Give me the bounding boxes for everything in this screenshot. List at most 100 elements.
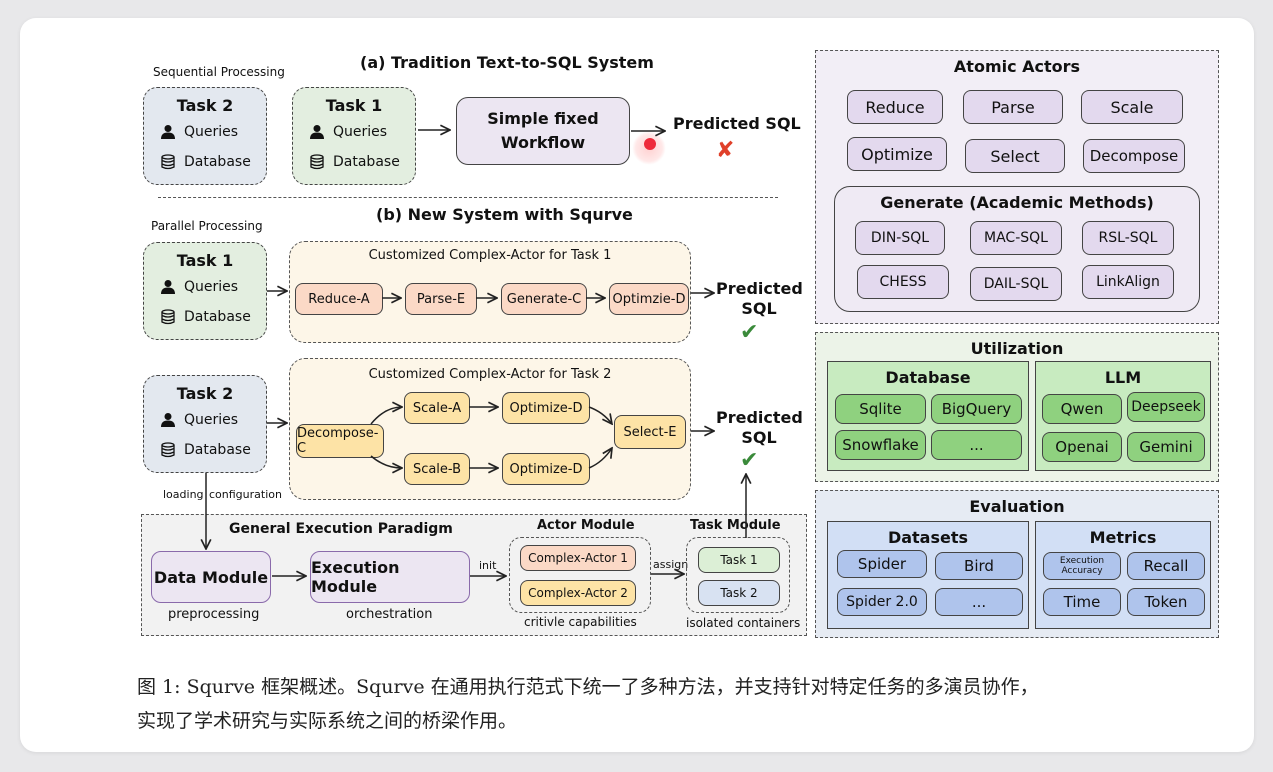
queries-label: Queries: [184, 412, 239, 428]
assign-label: assign: [653, 558, 689, 571]
database-row: Database: [309, 154, 400, 170]
task-module-panel: [686, 537, 790, 613]
metric-time: Time: [1043, 588, 1121, 616]
actor-module-title: Actor Module: [537, 518, 635, 533]
method-dail-sql: DAIL-SQL: [970, 267, 1062, 301]
method-linkalign: LinkAlign: [1082, 265, 1174, 299]
database-icon: [161, 154, 175, 170]
metric-execution-accuracy: Execution Accuracy: [1043, 552, 1121, 580]
method-chess: CHESS: [857, 265, 949, 299]
task1-chip: Task 1: [698, 547, 780, 573]
database-icon: [310, 154, 324, 170]
database-row: Database: [160, 154, 251, 170]
db-snowflake: Snowflake: [835, 430, 926, 460]
configuration-label: configuration: [209, 488, 282, 501]
predicted-sql-b2: Predicted SQL: [716, 408, 803, 447]
step-parse-e: Parse-E: [405, 283, 477, 315]
task1-card-b: Task 1 Queries Database: [143, 242, 267, 340]
complex-actor-2-chip: Complex-Actor 2: [520, 580, 636, 606]
queries-label: Queries: [184, 279, 239, 295]
metric-token: Token: [1127, 588, 1205, 616]
task2-card-b: Task 2 Queries Database: [143, 375, 267, 473]
predicted-sql-a: Predicted SQL: [673, 114, 801, 133]
method-rsl-sql: RSL-SQL: [1082, 221, 1174, 255]
user-icon: [310, 125, 324, 139]
task-module-sub: isolated containers: [686, 616, 801, 630]
step-optimize-d-lower: Optimize-D: [502, 453, 590, 485]
loading-label: loading: [163, 488, 204, 501]
execution-module-sub: orchestration: [346, 607, 433, 622]
datasets-group-title: Datasets: [887, 528, 969, 547]
step-scale-b: Scale-B: [404, 453, 470, 485]
database-label: Database: [333, 154, 400, 170]
task2-chip: Task 2: [698, 580, 780, 606]
step-select-e: Select-E: [614, 415, 686, 449]
atomic-reduce: Reduce: [847, 90, 943, 124]
generate-title: Generate (Academic Methods): [880, 193, 1154, 212]
database-label: Database: [184, 309, 251, 325]
database-icon: [161, 442, 175, 458]
atomic-parse: Parse: [963, 90, 1063, 124]
atomic-decompose: Decompose: [1083, 139, 1185, 173]
queries-label: Queries: [184, 124, 239, 140]
user-icon: [161, 280, 175, 294]
dataset-more: ...: [935, 588, 1023, 616]
execution-module-box: Execution Module: [310, 551, 470, 603]
data-module-box: Data Module: [151, 551, 271, 603]
llm-deepseek: Deepseek: [1127, 392, 1205, 422]
dataset-bird: Bird: [935, 552, 1023, 580]
section-a-title: (a) Tradition Text-to-SQL System: [360, 53, 654, 72]
queries-label: Queries: [333, 124, 388, 140]
evaluation-title: Evaluation: [969, 497, 1065, 516]
predicted-sql-b1: Predicted SQL: [716, 279, 803, 318]
section-separator: [158, 197, 778, 198]
parallel-label: Parallel Processing: [151, 219, 263, 233]
database-label: Database: [184, 442, 251, 458]
dataset-spider2: Spider 2.0: [837, 588, 927, 616]
figure-caption-line2: 实现了学术研究与实际系统之间的桥梁作用。: [137, 710, 518, 732]
atomic-select: Select: [965, 139, 1065, 173]
task2-card-a: Task 2 Queries Database: [143, 87, 267, 185]
complex-actor-1-title: Customized Complex-Actor for Task 1: [368, 248, 612, 263]
queries-row: Queries: [309, 124, 387, 140]
db-bigquery: BigQuery: [931, 394, 1022, 424]
step-optimize-d-upper: Optimize-D: [502, 392, 590, 424]
step-scale-a: Scale-A: [404, 392, 470, 424]
dataset-spider: Spider: [837, 550, 927, 578]
method-din-sql: DIN-SQL: [855, 221, 945, 255]
database-row: Database: [160, 442, 251, 458]
llm-openai: Openai: [1042, 432, 1122, 462]
task-title: Task 2: [176, 96, 234, 115]
database-label: Database: [184, 154, 251, 170]
task-module-title: Task Module: [690, 518, 781, 533]
figure-caption-line1: 图 1: Squrve 框架概述。Squrve 在通用执行范式下统一了多种方法，…: [137, 676, 1039, 698]
cross-icon: ✘: [716, 138, 735, 163]
data-module-sub: preprocessing: [168, 607, 260, 622]
check-icon: ✔: [740, 320, 759, 345]
queries-row: Queries: [160, 124, 238, 140]
metrics-group-title: Metrics: [1089, 528, 1157, 547]
llm-group-title: LLM: [1104, 368, 1142, 387]
queries-row: Queries: [160, 279, 238, 295]
complex-actor-1-chip: Complex-Actor 1: [520, 545, 636, 571]
user-icon: [161, 125, 175, 139]
actor-module-panel: [509, 537, 651, 613]
cursor-dot: [644, 138, 656, 150]
database-icon: [161, 309, 175, 325]
metric-recall: Recall: [1127, 552, 1205, 580]
queries-row: Queries: [160, 412, 238, 428]
task-title: Task 2: [176, 384, 234, 403]
init-label: init: [479, 559, 497, 572]
actor-module-sub: critivle capabilities: [524, 615, 637, 629]
db-sqlite: Sqlite: [835, 394, 926, 424]
atomic-scale: Scale: [1081, 90, 1183, 124]
database-row: Database: [160, 309, 251, 325]
check-icon: ✔: [740, 448, 759, 473]
sequential-label: Sequential Processing: [153, 65, 285, 79]
step-decompose-c: Decompose-C: [296, 424, 384, 458]
llm-qwen: Qwen: [1042, 394, 1122, 424]
atomic-optimize: Optimize: [847, 137, 947, 171]
method-mac-sql: MAC-SQL: [970, 221, 1062, 255]
step-optimize-d: Optimzie-D: [609, 283, 689, 315]
task-title: Task 1: [176, 251, 234, 270]
